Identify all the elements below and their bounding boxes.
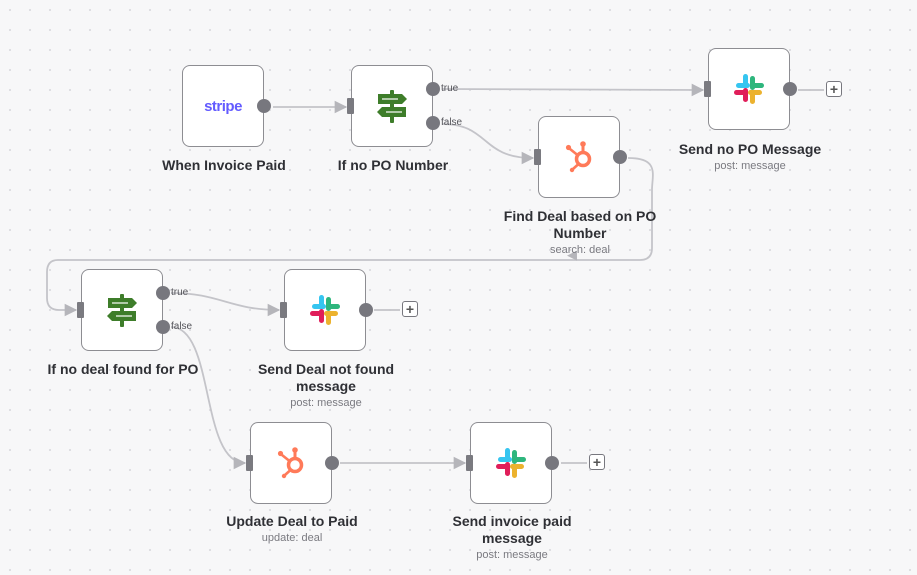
- branch-label-true: true: [441, 83, 459, 94]
- connection-direction-arrow: ◀: [567, 247, 577, 262]
- node-subtitle: post: message: [290, 397, 362, 409]
- output-port-false[interactable]: [426, 116, 440, 130]
- node-update-deal-to-paid[interactable]: [246, 422, 339, 504]
- input-port[interactable]: [704, 81, 711, 97]
- node-title: Send invoice paid message: [452, 513, 572, 546]
- node-title: Send no PO Message: [678, 141, 822, 157]
- slack-icon: [496, 448, 526, 478]
- input-port[interactable]: [280, 302, 287, 318]
- node-label: Find Deal based on PO Number search: dea…: [490, 208, 670, 257]
- output-port-true[interactable]: [156, 286, 170, 300]
- node-title: Find Deal based on PO Number: [503, 208, 657, 241]
- signpost-icon: [377, 90, 407, 123]
- node-send-no-po-message[interactable]: [704, 48, 797, 130]
- input-port[interactable]: [534, 149, 541, 165]
- node-label: When Invoice Paid: [134, 157, 314, 174]
- output-port[interactable]: [545, 456, 559, 470]
- node-send-invoice-paid-message[interactable]: [466, 422, 559, 504]
- node-label: If no deal found for PO: [33, 361, 213, 378]
- node-subtitle: update: deal: [261, 532, 323, 544]
- connection-find-deal-to-if-no-deal: [46, 157, 654, 317]
- stripe-logo: stripe: [204, 97, 242, 115]
- connection-if-deal-true-to-send-not-found: [170, 292, 281, 317]
- node-when-invoice-paid[interactable]: stripe: [182, 65, 271, 147]
- node-label: If no PO Number: [303, 157, 483, 174]
- add-node-button[interactable]: +: [826, 81, 842, 97]
- node-label: Send no PO Message post: message: [660, 141, 840, 173]
- output-port[interactable]: [359, 303, 373, 317]
- output-port-false[interactable]: [156, 320, 170, 334]
- node-if-no-po-number[interactable]: true false: [347, 65, 462, 147]
- add-node-button[interactable]: +: [589, 454, 605, 470]
- node-title: When Invoice Paid: [162, 157, 286, 173]
- node-title: Update Deal to Paid: [226, 513, 358, 529]
- node-title: If no deal found for PO: [47, 361, 199, 377]
- output-port[interactable]: [613, 150, 627, 164]
- input-port[interactable]: [347, 98, 354, 114]
- node-title: If no PO Number: [337, 157, 449, 173]
- node-label: Send Deal not found message post: messag…: [236, 361, 416, 410]
- node-if-no-deal-found-for-po[interactable]: true false: [77, 269, 192, 351]
- signpost-icon: [107, 294, 137, 327]
- input-port[interactable]: [77, 302, 84, 318]
- branch-label-false: false: [171, 321, 193, 332]
- output-port[interactable]: [257, 99, 271, 113]
- connection-if-po-true-to-send-no-po: [441, 83, 705, 97]
- output-port[interactable]: [325, 456, 339, 470]
- output-port-true[interactable]: [426, 82, 440, 96]
- slack-icon: [734, 74, 764, 104]
- node-find-deal-based-on-po-number[interactable]: [534, 116, 627, 198]
- output-port[interactable]: [783, 82, 797, 96]
- input-port[interactable]: [466, 455, 473, 471]
- node-subtitle: post: message: [714, 160, 786, 172]
- node-subtitle: search: deal: [550, 244, 610, 256]
- node-subtitle: post: message: [476, 549, 548, 561]
- connection-if-po-false-to-find-deal: [441, 123, 535, 165]
- node-label: Send invoice paid message post: message: [422, 513, 602, 562]
- node-title: Send Deal not found message: [257, 361, 395, 394]
- node-label: Update Deal to Paid update: deal: [202, 513, 382, 545]
- input-port[interactable]: [246, 455, 253, 471]
- branch-label-false: false: [441, 117, 463, 128]
- hubspot-icon: [565, 141, 592, 173]
- connection-if-deal-false-to-update-deal: [170, 326, 247, 470]
- hubspot-icon: [277, 447, 304, 479]
- add-node-button[interactable]: +: [402, 301, 418, 317]
- branch-label-true: true: [171, 287, 189, 298]
- slack-icon: [310, 295, 340, 325]
- node-send-deal-not-found-message[interactable]: [280, 269, 373, 351]
